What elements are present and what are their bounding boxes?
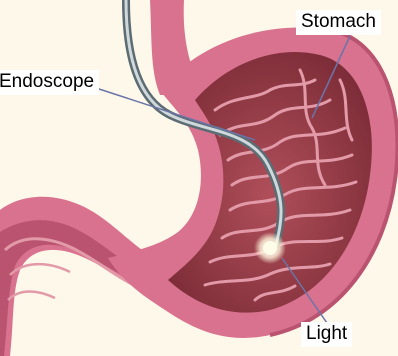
stomach-label: Stomach	[296, 10, 381, 35]
endoscope-label: Endoscope	[0, 70, 99, 95]
light-label: Light	[301, 322, 352, 347]
